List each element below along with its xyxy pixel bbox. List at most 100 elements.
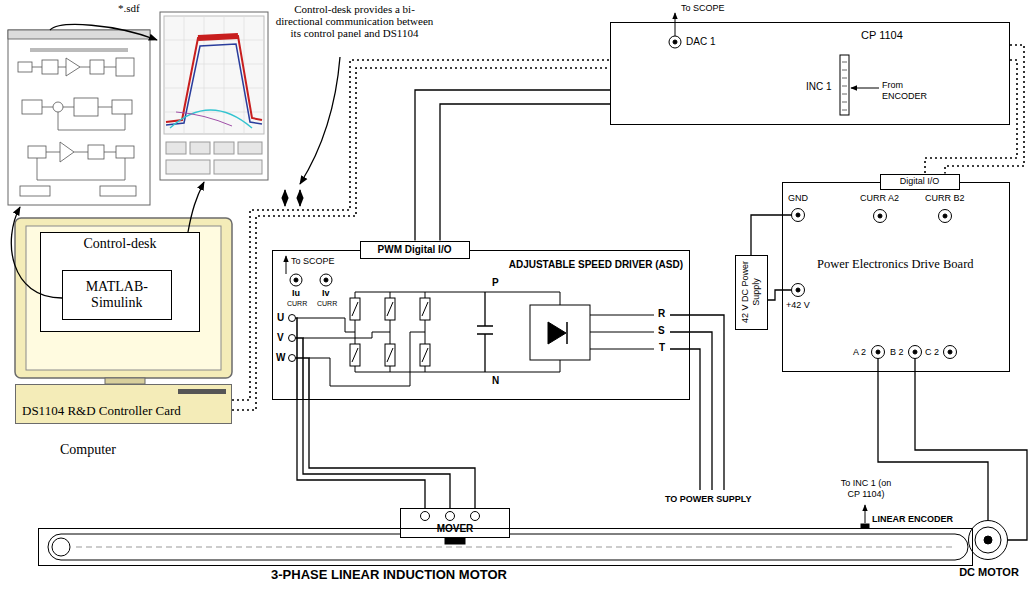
simulink-screenshot xyxy=(18,62,32,72)
controldesk-screenshot xyxy=(214,142,234,154)
flow-arrow xyxy=(188,182,204,232)
scope-output: To SCOPE xyxy=(681,3,725,14)
simulink-screenshot xyxy=(116,146,134,158)
phase-terminal: V xyxy=(277,332,284,344)
terminal-jack xyxy=(948,350,952,354)
phase-terminal: U xyxy=(277,312,284,324)
inverter-circuit xyxy=(324,278,328,282)
controldesk-screenshot xyxy=(170,110,252,128)
terminal-jack xyxy=(878,214,882,218)
controldesk-screenshot xyxy=(190,142,210,154)
bus-terminal: P xyxy=(492,277,499,289)
io-port: Digital I/O xyxy=(880,174,960,190)
io-board-detail xyxy=(669,36,681,48)
inverter-circuit xyxy=(590,315,654,349)
inverter-circuit xyxy=(477,292,493,372)
controldesk-screenshot xyxy=(166,44,262,125)
io-board-detail xyxy=(673,40,677,44)
simulink-screenshot xyxy=(8,30,150,205)
terminal-name: A 2 xyxy=(853,347,866,358)
controldesk-screenshot xyxy=(214,160,262,174)
drive-box: ADJUSTABLE SPEED DRIVER (ASD)PWM Digital… xyxy=(272,250,690,400)
simulink-screenshot xyxy=(74,98,98,116)
controldesk-screenshot xyxy=(164,16,264,134)
computer-monitor xyxy=(62,270,172,320)
simulink-screenshot xyxy=(20,186,50,196)
port-name: INC 1 xyxy=(806,81,832,93)
inverter-circuit xyxy=(294,278,298,282)
terminal-jack xyxy=(939,210,952,223)
motor-mover: MOVER xyxy=(400,508,510,538)
phase-wire xyxy=(309,400,475,508)
terminal-jack xyxy=(782,215,915,372)
node-label: MOVER xyxy=(401,523,509,535)
node-label: Digital I/O xyxy=(900,176,940,187)
current-signal: Iv xyxy=(322,288,330,299)
simulink-screenshot xyxy=(22,100,42,114)
terminal-jack xyxy=(876,350,880,354)
port-name: DAC 1 xyxy=(686,36,715,48)
controldesk-screenshot xyxy=(198,36,238,38)
flow-arrow xyxy=(11,25,340,298)
terminal-name: CURR A2 xyxy=(860,193,899,204)
io-board-detail xyxy=(842,62,847,110)
terminal-jack xyxy=(909,346,922,359)
inverter-circuit xyxy=(289,315,296,322)
simulink-screenshot xyxy=(42,60,58,74)
node-label: 3-PHASE LINEAR INDUCTION MOTOR xyxy=(259,567,519,582)
node-label: Control-desk xyxy=(41,236,199,252)
inverter-circuit xyxy=(670,315,724,490)
terminal-name: CURR B2 xyxy=(925,193,965,204)
simulink-screenshot xyxy=(8,30,150,205)
control-signal-line xyxy=(232,60,610,400)
controldesk-screenshot xyxy=(166,160,210,174)
terminal-jack xyxy=(944,346,957,359)
motor-wire xyxy=(878,372,988,520)
drive-board: Power Electronics Drive BoardDigital I/O xyxy=(782,182,1010,372)
terminal-jack xyxy=(796,288,800,292)
linear-motor-track xyxy=(421,512,430,521)
linear-motor-track xyxy=(446,512,455,521)
terminal-name: CURR xyxy=(317,299,337,308)
simulink-screenshot xyxy=(60,142,74,162)
node-label: Power Electronics Drive Board xyxy=(817,257,1009,272)
flow-arrow xyxy=(284,190,285,206)
terminal-jack xyxy=(782,209,957,373)
motor-track: 3-PHASE LINEAR INDUCTION MOTOR xyxy=(38,528,973,566)
node-label: MATLAB-Simulink xyxy=(77,279,157,311)
simulink-screenshot xyxy=(53,102,63,112)
terminal-name: +42 V xyxy=(786,300,810,311)
linear-motor-track xyxy=(400,508,510,538)
simulink-screenshot xyxy=(116,58,134,76)
signal-note: From ENCODER xyxy=(882,80,932,102)
inverter-circuit xyxy=(320,274,332,286)
control-signal-line xyxy=(945,45,1024,174)
controldesk-screenshot xyxy=(176,112,232,126)
simulink-screenshot xyxy=(100,186,136,196)
linear-motor-track xyxy=(968,520,1008,560)
computer-monitor xyxy=(40,232,200,332)
computer-monitor xyxy=(15,218,232,424)
terminal-jack xyxy=(792,209,805,222)
controldesk-screenshot xyxy=(160,12,268,180)
linear-motor-track xyxy=(445,538,465,544)
flow-arrow xyxy=(300,57,340,184)
bus-terminal: N xyxy=(492,375,499,387)
node-label: PWM Digital I/O xyxy=(378,244,452,256)
flow-arrow xyxy=(299,190,300,206)
supply-note: TO POWER SUPPLY xyxy=(665,494,752,505)
linear-motor-track xyxy=(865,505,866,523)
inverter-circuit xyxy=(355,292,425,372)
leader-note: To INC 1 (on CP 1104) xyxy=(835,478,897,500)
terminal-jack xyxy=(796,213,800,217)
computer-monitor xyxy=(15,218,232,378)
inverter-circuit xyxy=(355,292,560,372)
node-heading: Computer xyxy=(60,442,231,458)
node-label: DC MOTOR xyxy=(957,566,1021,579)
linear-motor-track xyxy=(471,512,480,521)
terminal-name: C 2 xyxy=(925,347,939,358)
simulink-screenshot xyxy=(30,48,128,52)
terminal-name: B 2 xyxy=(890,347,904,358)
connector-panel: CP 1104 xyxy=(610,22,1010,125)
computer-monitor xyxy=(178,389,226,394)
